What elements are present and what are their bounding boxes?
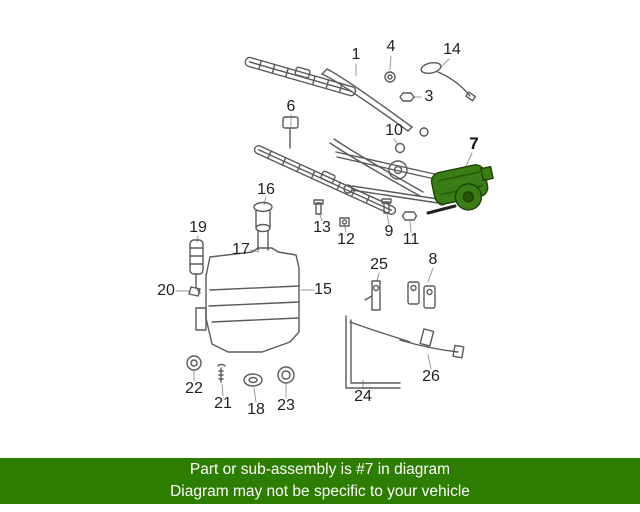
- mounting-plates-part-8: [407, 281, 436, 309]
- clip-part-20: [188, 286, 201, 297]
- fasteners-13-12-9-11: [313, 198, 418, 227]
- grommet-part-4: [384, 71, 396, 83]
- part-label-13: 13: [313, 219, 331, 236]
- wiper-blade-rear: [253, 145, 397, 215]
- part-label-15: 15: [314, 281, 332, 298]
- part-label-23: 23: [277, 397, 295, 414]
- bracket-part-25: [364, 280, 381, 311]
- part-label-10: 10: [385, 122, 403, 139]
- part-label-12: 12: [337, 231, 355, 248]
- part-label-22: 22: [185, 380, 203, 397]
- banner-line-1: Part or sub-assembly is #7 in diagram: [189, 461, 451, 478]
- harness-part-26: [399, 328, 465, 359]
- part-label-24: 24: [354, 388, 372, 405]
- part-label-4: 4: [386, 38, 396, 55]
- part-label-19: 19: [189, 219, 207, 236]
- part-label-26: 26: [422, 368, 440, 385]
- part-label-20: 20: [157, 282, 175, 299]
- hose-bracket-part-24: [345, 315, 411, 389]
- bracket-part-6: [282, 116, 299, 149]
- part-label-9: 9: [384, 223, 394, 240]
- banner-line-2: Diagram may not be specific to your vehi…: [170, 483, 470, 500]
- part-label-11: 11: [402, 231, 420, 248]
- part-label-14: 14: [443, 41, 461, 58]
- wiper-motor-part-7-highlighted: [426, 164, 494, 215]
- part-label-17: 17: [232, 241, 250, 258]
- part-label-21: 21: [214, 395, 232, 412]
- wiper-linkage: [335, 151, 449, 206]
- part-label-1: 1: [351, 46, 361, 63]
- washer-pump-part-19: [189, 239, 204, 294]
- part-label-18: 18: [247, 401, 265, 418]
- part-label-7-highlighted: 7: [469, 134, 479, 153]
- cap-hose-part-14: [420, 61, 477, 102]
- part-label-25: 25: [370, 256, 388, 273]
- wiper-arm-rear: [329, 138, 424, 197]
- nut-part-3: [399, 92, 415, 102]
- small-parts-22-21-18-23: [186, 355, 295, 387]
- info-banner: Part or sub-assembly is #7 in diagram Di…: [0, 458, 640, 504]
- wiper-arm-front: [321, 68, 413, 132]
- part-label-6: 6: [286, 98, 296, 115]
- wiper-blade-front: [244, 56, 357, 97]
- part-label-3: 3: [424, 88, 434, 105]
- part-label-16: 16: [257, 181, 275, 198]
- washers-part-10: [394, 127, 429, 154]
- filler-cap-part-16: [253, 201, 273, 251]
- washer-reservoir-part-15: [195, 247, 300, 353]
- part-label-8: 8: [428, 251, 438, 268]
